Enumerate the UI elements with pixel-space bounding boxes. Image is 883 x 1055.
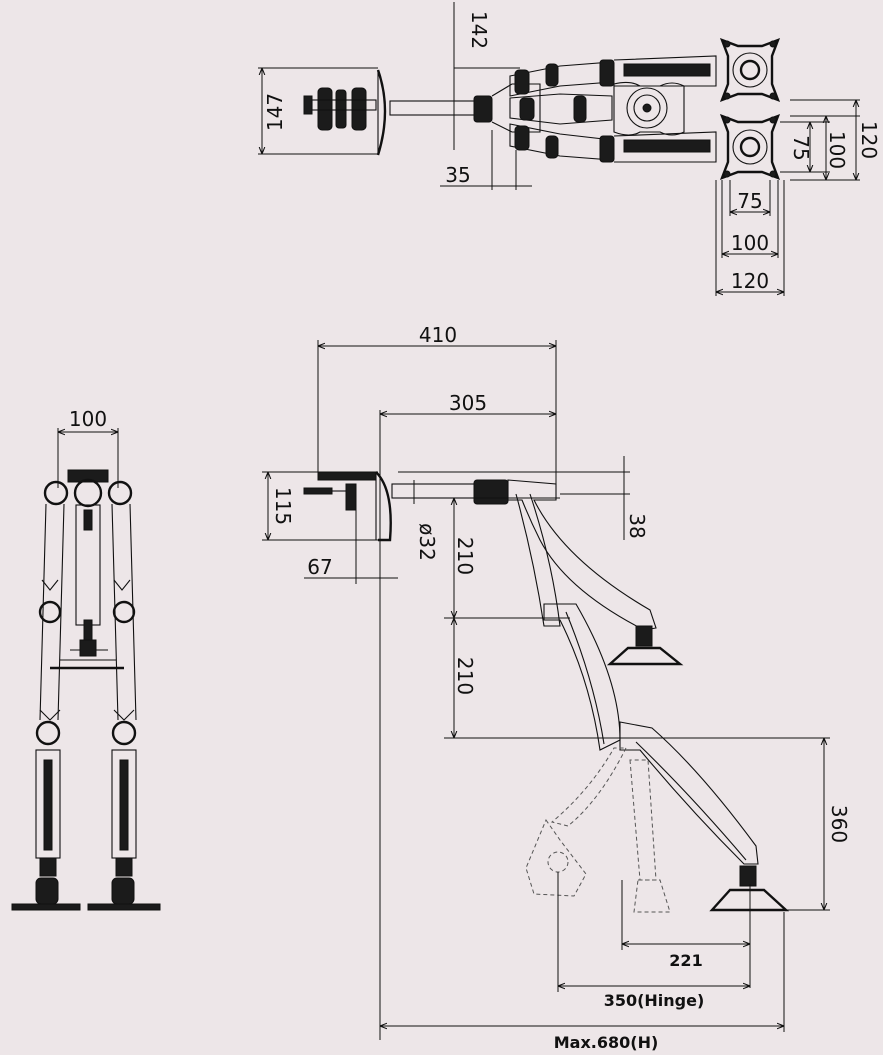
dim-vesa-h-75: 75 [737, 189, 762, 213]
dim-reach-305: 305 [449, 391, 487, 415]
dim-clamp-115: 115 [271, 487, 295, 525]
dim-height-360: 360 [827, 805, 851, 843]
dim-vesa-h-120: 120 [731, 269, 769, 293]
dim-distance-221: 221 [669, 951, 702, 970]
dim-clamp-67: 67 [307, 555, 332, 579]
dim-vesa-h-100: 100 [731, 231, 769, 255]
dim-max-680: Max.680(H) [554, 1033, 659, 1052]
dim-front-width: 100 [69, 407, 107, 431]
dim-drop-210-lower: 210 [453, 657, 477, 695]
dim-hinge-350: 350(Hinge) [604, 991, 705, 1010]
dim-vesa-v-120: 120 [857, 121, 881, 159]
side-view: 410 305 115 ø32 38 210 210 67 360 221 35… [262, 323, 851, 1052]
dim-drop-210-upper: 210 [453, 537, 477, 575]
dim-reach-410: 410 [419, 323, 457, 347]
dim-pole-diameter: ø32 [415, 523, 439, 561]
dim-offset-top: 142 [467, 11, 491, 49]
dim-vesa-v-75: 75 [789, 135, 813, 160]
dim-arm-38: 38 [625, 513, 649, 538]
dim-pole-offset: 35 [445, 163, 470, 187]
dim-clamp-height: 147 [263, 93, 287, 131]
dim-vesa-v-100: 100 [825, 131, 849, 169]
top-view: 147 142 35 75 100 120 75 100 120 [258, 2, 881, 296]
front-view: 100 [11, 407, 161, 911]
